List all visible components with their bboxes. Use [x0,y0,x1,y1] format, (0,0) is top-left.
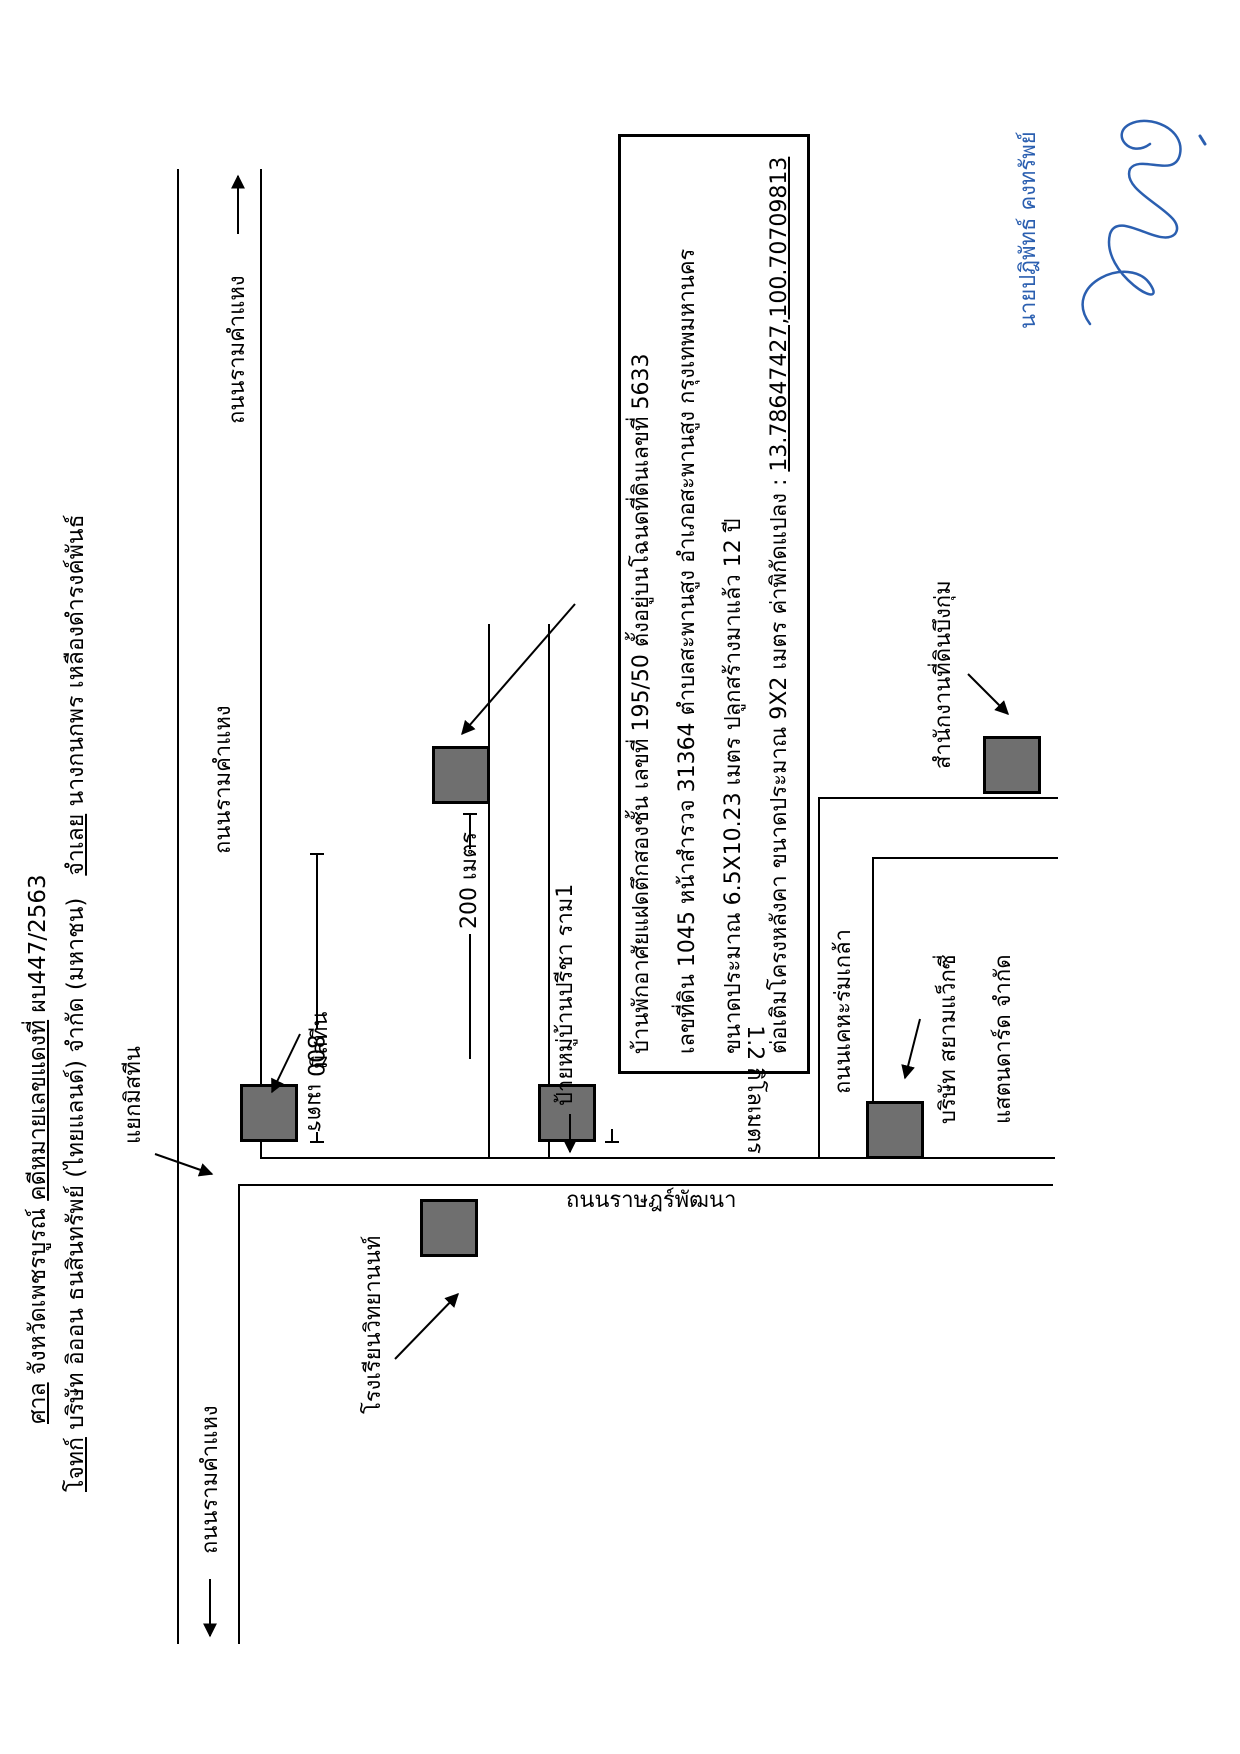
arrow-siam-wax-pointer [901,1018,921,1080]
arrow-mistine-pointer [271,1033,301,1094]
arrow-land-office-pointer [967,673,1009,715]
arrow-junction-pointer [154,1153,214,1177]
arrow-school-pointer [394,1292,459,1360]
signature-scribble-mark [1198,134,1207,146]
arrow-property-pointer [461,603,576,736]
signature-scribble [1081,119,1182,326]
